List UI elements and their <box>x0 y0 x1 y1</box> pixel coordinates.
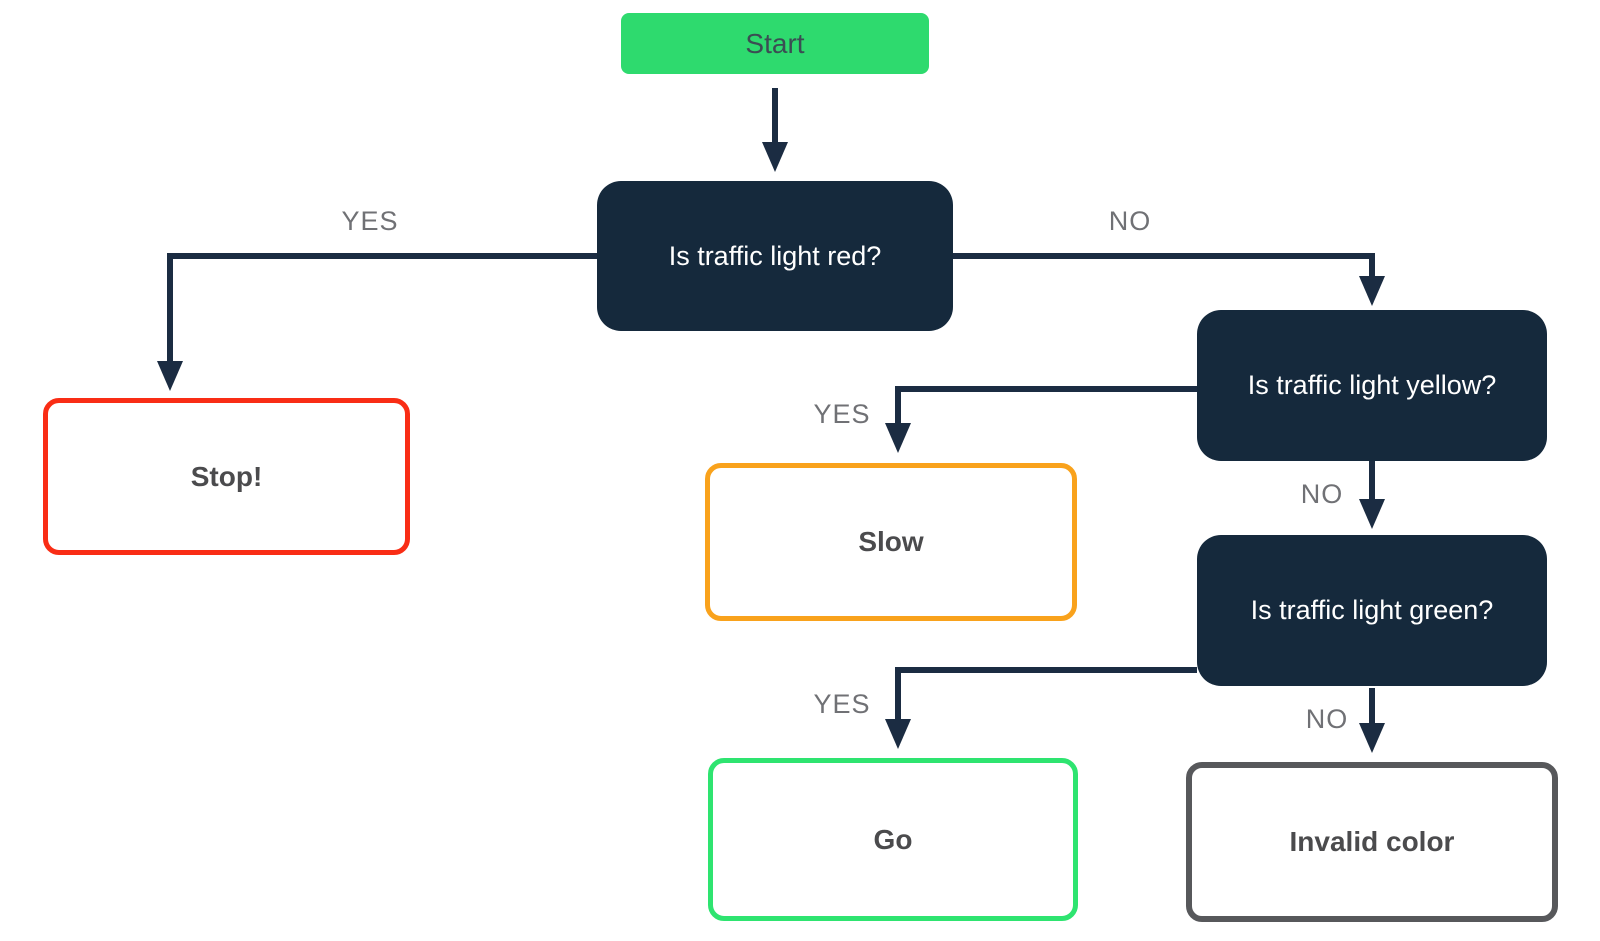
arrowhead-start-to-red <box>762 142 788 172</box>
connector-yellow-yes-horizontal <box>898 386 1197 392</box>
connector-red-yes-horizontal <box>170 253 597 259</box>
connector-start-to-red-line <box>772 88 778 144</box>
node-slow-label: Slow <box>858 526 924 557</box>
node-go: Go <box>708 758 1078 921</box>
node-invalid-color: Invalid color <box>1186 762 1558 922</box>
arrowhead-yellow-to-green <box>1359 499 1385 529</box>
node-stop: Stop! <box>43 398 410 555</box>
node-invalid-color-label: Invalid color <box>1289 826 1455 857</box>
edge-label-green-yes: YES <box>813 689 871 719</box>
connector-red-no-vertical <box>1369 253 1375 279</box>
arrowhead-green-to-invalid <box>1359 723 1385 753</box>
arrowhead-green-to-go <box>885 719 911 749</box>
node-start: Start <box>621 13 929 74</box>
decision-is-traffic-light-yellow: Is traffic light yellow? <box>1197 310 1547 461</box>
edge-label-green-no: NO <box>1305 704 1349 734</box>
connector-yellow-no-vertical <box>1369 461 1375 503</box>
arrowhead-red-to-stop <box>157 361 183 391</box>
connector-red-no-horizontal <box>953 253 1375 259</box>
decision-red-label: Is traffic light red? <box>668 240 882 271</box>
node-start-label: Start <box>745 27 805 59</box>
connector-red-yes-vertical <box>167 253 173 365</box>
connector-green-no-vertical <box>1369 688 1375 726</box>
connector-green-yes-horizontal <box>898 667 1197 673</box>
connector-yellow-yes-vertical <box>895 386 901 426</box>
edge-label-red-no: NO <box>1108 206 1152 236</box>
node-go-label: Go <box>873 823 913 855</box>
decision-yellow-label: Is traffic light yellow? <box>1247 370 1497 400</box>
node-stop-label: Stop! <box>190 460 263 492</box>
arrowhead-yellow-to-slow <box>885 423 911 453</box>
decision-is-traffic-light-red: Is traffic light red? <box>597 181 953 331</box>
arrowhead-red-to-yellow <box>1359 276 1385 306</box>
edge-label-yellow-no: NO <box>1300 479 1344 509</box>
edge-label-yellow-yes: YES <box>813 399 871 429</box>
node-slow: Slow <box>705 463 1077 621</box>
edge-label-red-yes: YES <box>341 206 399 236</box>
connector-green-yes-vertical <box>895 667 901 722</box>
decision-green-label: Is traffic light green? <box>1250 595 1494 625</box>
decision-is-traffic-light-green: Is traffic light green? <box>1197 535 1547 686</box>
